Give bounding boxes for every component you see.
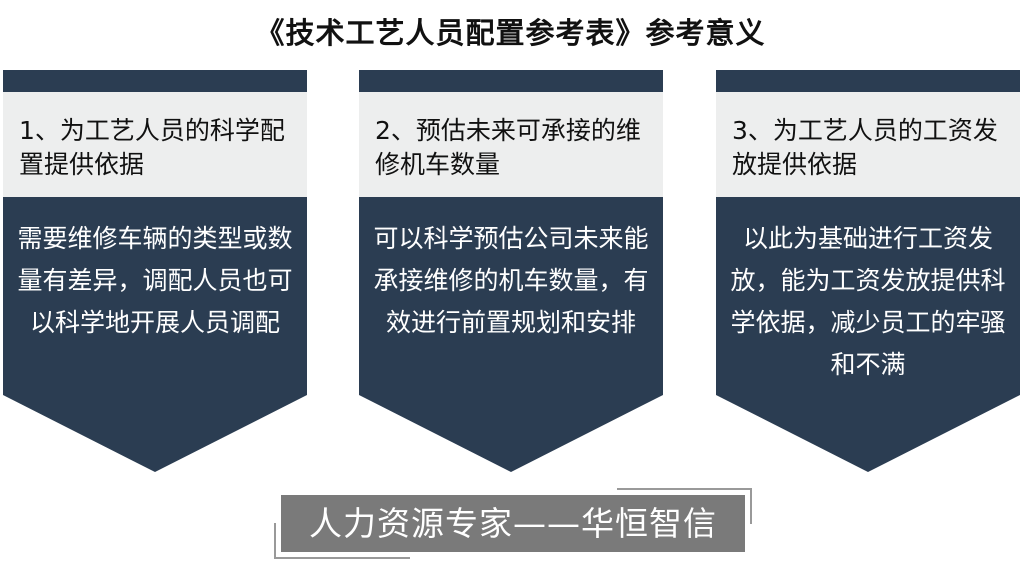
panel-heading: 3、为工艺人员的工资发放提供依据 <box>716 92 1020 197</box>
slide-title: 《技术工艺人员配置参考表》参考意义 <box>255 16 766 50</box>
footer-banner: 人力资源专家——华恒智信 <box>281 495 745 552</box>
banner-corner-line <box>274 557 410 559</box>
panel-top-bar <box>359 70 663 92</box>
banner-corner-line <box>274 523 276 559</box>
panel-body: 以此为基础进行工资发放，能为工资发放提供科学依据，减少员工的牢骚和不满 <box>716 197 1020 472</box>
panel-1: 1、为工艺人员的科学配置提供依据 需要维修车辆的类型或数量有差异，调配人员也可以… <box>3 70 307 472</box>
panel-top-bar <box>3 70 307 92</box>
banner-corner-line <box>617 488 752 490</box>
panel-2: 2、预估未来可承接的维修机车数量 可以科学预估公司未来能承接维修的机车数量，有效… <box>359 70 663 472</box>
banner-corner-line <box>750 488 752 524</box>
panel-heading: 1、为工艺人员的科学配置提供依据 <box>3 92 307 197</box>
panel-body: 可以科学预估公司未来能承接维修的机车数量，有效进行前置规划和安排 <box>359 197 663 472</box>
panel-body: 需要维修车辆的类型或数量有差异，调配人员也可以科学地开展人员调配 <box>3 197 307 472</box>
panel-3: 3、为工艺人员的工资发放提供依据 以此为基础进行工资发放，能为工资发放提供科学依… <box>716 70 1020 472</box>
panel-heading: 2、预估未来可承接的维修机车数量 <box>359 92 663 197</box>
panel-top-bar <box>716 70 1020 92</box>
